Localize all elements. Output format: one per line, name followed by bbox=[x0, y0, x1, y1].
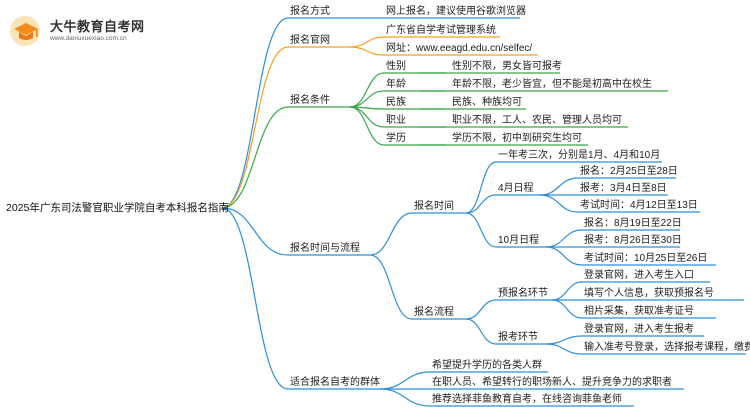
october-node: 10月日程 bbox=[498, 235, 540, 246]
pre-node: 预报名环节 bbox=[498, 288, 548, 299]
connector-condition-key bbox=[349, 106, 385, 146]
condition-value: 职业不限，工人、农民、管理人员均可 bbox=[452, 115, 622, 126]
connector-condition-key bbox=[349, 106, 385, 128]
pre-item: 登录官网，进入考生入口 bbox=[584, 270, 694, 281]
connector-time-october bbox=[465, 212, 497, 248]
connector-root-site bbox=[221, 46, 289, 209]
connector-pre-item bbox=[551, 281, 583, 301]
audience-item: 在职人员、希望转行的职场新人、提升竞争力的求职者 bbox=[432, 377, 672, 388]
connector-time-note bbox=[465, 161, 497, 214]
condition-value: 性别不限，男女皆可报考 bbox=[452, 61, 562, 72]
logo-url: www.daniuxuexiao.com.cn bbox=[50, 35, 127, 42]
connector-condition-key bbox=[349, 72, 385, 108]
branch-site: 报名官网 bbox=[290, 35, 330, 46]
connector-root-conditions bbox=[221, 106, 289, 209]
branch-process: 报名时间与流程 bbox=[290, 243, 360, 254]
exam-item: 登录官网，进入考生报考 bbox=[584, 324, 694, 335]
time-node: 报名时间 bbox=[414, 201, 454, 212]
exam-node: 报考环节 bbox=[498, 332, 538, 343]
logo-title: 大牛教育自考网 bbox=[50, 19, 145, 34]
connector-april-item bbox=[539, 177, 579, 196]
connector-october-item bbox=[545, 229, 583, 248]
connector-root-method bbox=[221, 17, 289, 209]
condition-key: 民族 bbox=[386, 97, 406, 108]
exam-item: 输入准考号登录，选择报考课程，缴费 bbox=[584, 342, 750, 353]
october-item: 考试时间：10月25日至26日 bbox=[584, 253, 708, 264]
condition-key: 年龄 bbox=[386, 79, 406, 90]
condition-key: 职业 bbox=[386, 115, 406, 126]
connector-april-item bbox=[539, 194, 579, 213]
pre-item: 填写个人信息，获取预报名号 bbox=[584, 288, 714, 299]
condition-value: 民族、种族均可 bbox=[452, 97, 522, 108]
april-item: 报考：3月4日至8日 bbox=[580, 183, 667, 194]
site-item: 广东省自学考试管理系统 bbox=[386, 25, 496, 36]
connector-flow-exam bbox=[465, 318, 497, 345]
audience-item: 推荐选择菲鱼教育自考，在线咨询菲鱼老师 bbox=[432, 394, 622, 405]
method-item: 网上报名，建议使用谷歌浏览器 bbox=[386, 6, 526, 17]
audience-item: 希望提升学历的各类人群 bbox=[432, 360, 542, 371]
connector-audience-item bbox=[379, 371, 431, 390]
october-item: 报名：8月19日至22日 bbox=[584, 218, 682, 229]
april-item: 考试时间：4月12日至13日 bbox=[580, 200, 698, 211]
branch-conditions: 报名条件 bbox=[290, 95, 330, 106]
connector-site-item bbox=[349, 36, 385, 48]
connector-exam-item bbox=[545, 335, 583, 345]
root-topic: 2025年广东司法警官职业学院自考本科报名指南 bbox=[6, 202, 229, 214]
connector-time-april bbox=[465, 194, 497, 214]
condition-key: 学历 bbox=[386, 133, 406, 144]
site-item: 网址：www.eeagd.edu.cn/selfec/ bbox=[386, 43, 533, 54]
connector-exam-item bbox=[545, 343, 583, 355]
logo: 大牛教育自考网 www.daniuxuexiao.com.cn bbox=[8, 14, 144, 48]
april-item: 报名：2月25日至28日 bbox=[580, 166, 678, 177]
connector-october-item bbox=[545, 246, 583, 266]
connector-audience-item bbox=[379, 388, 431, 407]
october-item: 报考：8月26日至30日 bbox=[584, 235, 682, 246]
connector-root-process bbox=[221, 207, 289, 256]
connector-process-flow bbox=[369, 254, 413, 320]
time-note: 一年考三次，分别是1月、4月和10月 bbox=[498, 150, 661, 161]
connector-pre-item bbox=[551, 299, 583, 319]
connector-root-audience bbox=[221, 207, 289, 390]
condition-key: 性别 bbox=[386, 61, 406, 72]
connector-condition-key bbox=[349, 90, 385, 108]
branch-method: 报名方式 bbox=[290, 6, 330, 17]
flow-node: 报名流程 bbox=[414, 307, 454, 318]
branch-audience: 适合报名自考的群体 bbox=[290, 377, 380, 388]
graduation-cap-logo-icon bbox=[10, 16, 40, 46]
condition-value: 年龄不限，老少皆宜，但不能是初高中在校生 bbox=[452, 79, 652, 90]
connector-site-item bbox=[349, 46, 385, 56]
april-node: 4月日程 bbox=[498, 183, 534, 194]
pre-item: 相片采集，获取准考证号 bbox=[584, 306, 694, 317]
connector-flow-pre bbox=[465, 299, 497, 320]
condition-value: 学历不限，初中到研究生均可 bbox=[452, 133, 582, 144]
connector-process-time bbox=[369, 212, 413, 256]
